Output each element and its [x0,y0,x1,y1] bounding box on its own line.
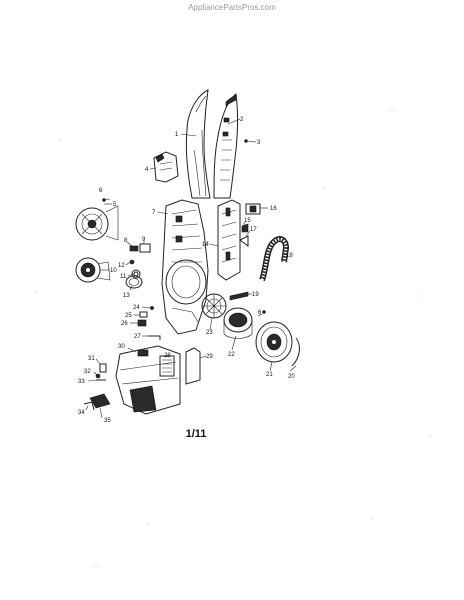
callout-15: 15 [244,218,251,224]
watermark: AppliancePartsPros.com [188,3,276,12]
part-hose[interactable] [259,236,290,282]
part-latch[interactable] [245,203,261,215]
callout-19: 19 [252,292,259,298]
part-bracket-29[interactable] [185,347,201,385]
callout-13: 13 [123,293,130,299]
callout-30: 30 [118,344,125,350]
part-main-body[interactable] [161,199,209,335]
part-wheel[interactable] [255,321,293,363]
callout-7: 7 [152,210,156,216]
part-motor[interactable] [75,257,111,283]
part-handle-rear[interactable] [213,93,238,199]
part-clip-25[interactable] [139,311,148,318]
part-bracket-9[interactable] [139,243,151,253]
part-ring[interactable] [125,275,143,289]
callout-8: 8 [124,238,128,244]
part-screw-24[interactable] [150,306,154,310]
callout-35: 35 [104,418,111,424]
callout-34: 34 [78,410,85,416]
part-pin-27[interactable] [148,335,161,340]
part-impeller[interactable] [201,293,227,319]
part-pad-26[interactable] [137,319,147,327]
callout-33: 33 [78,379,85,385]
callout-18: 18 [286,253,293,259]
part-plug-31[interactable] [99,363,107,373]
part-bracket-8[interactable] [129,245,139,252]
callout-9: 9 [142,237,146,243]
part-rear-panel[interactable] [217,199,241,281]
part-belt[interactable] [291,337,300,367]
callout-31: 31 [88,356,95,362]
part-base-nozzle[interactable] [115,345,181,415]
callout-12: 12 [118,263,125,269]
callout-25: 25 [125,313,132,319]
callout-5: 5 [113,202,117,208]
part-handle-front[interactable] [185,89,211,199]
callout-23: 23 [206,330,213,336]
callout-17: 17 [250,227,257,233]
part-clip-17[interactable] [239,235,249,247]
callout-6b: 6 [258,310,262,316]
callout-6: 6 [99,188,103,194]
callout-14: 14 [202,242,209,248]
scan-specks [35,109,431,567]
part-clip-15[interactable] [241,223,249,233]
callout-20: 20 [288,374,295,380]
part-screw-6b[interactable] [262,310,266,314]
callout-28: 28 [164,353,171,359]
page-label: 1/11 [185,428,207,440]
part-handle-clip[interactable] [153,151,179,183]
callout-3: 3 [257,140,261,146]
callout-11: 11 [120,274,127,280]
callout-4: 4 [145,167,149,173]
callout-26: 26 [121,321,128,327]
callout-29: 29 [206,354,213,360]
callout-labels: 1 2 3 4 5 6 7 8 9 10 11 12 13 14 15 16 1… [78,117,295,424]
leader-lines [85,118,297,419]
part-brush-35[interactable] [89,393,111,409]
callout-24: 24 [133,305,140,311]
callout-27: 27 [134,334,141,340]
callout-32: 32 [84,369,91,375]
part-washer-12[interactable] [129,259,135,265]
callout-10: 10 [110,268,117,274]
callout-16: 16 [270,206,277,212]
callout-21: 21 [266,372,273,378]
callout-1: 1 [175,132,179,138]
part-lever-34[interactable] [83,401,95,411]
part-fan-housing[interactable] [75,205,119,241]
part-filter[interactable] [159,355,175,377]
part-filter-cup[interactable] [223,307,253,339]
callout-22: 22 [228,352,235,358]
callout-2: 2 [240,117,244,123]
part-bar-19[interactable] [229,291,249,301]
part-screw-3[interactable] [244,139,248,143]
part-bushing-11[interactable] [131,269,141,279]
